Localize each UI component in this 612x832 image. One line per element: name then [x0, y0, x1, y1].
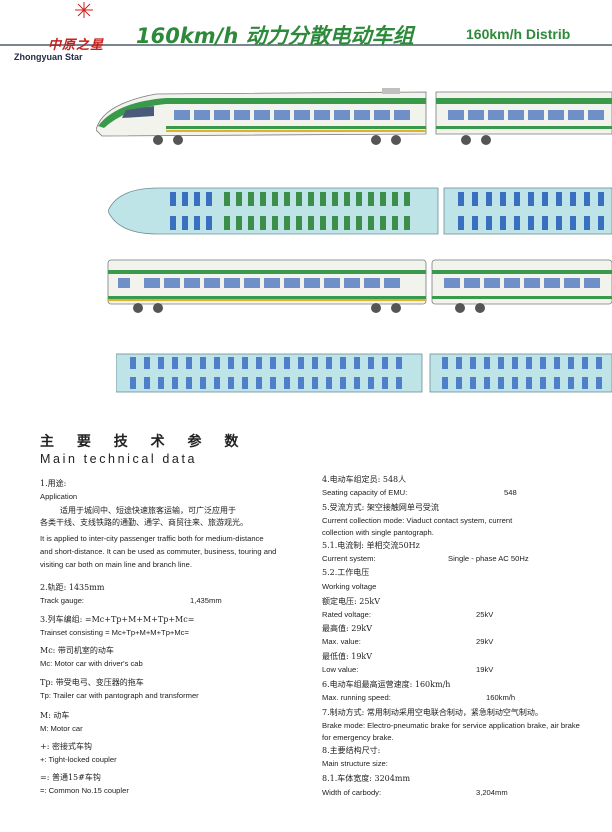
max-voltage-cn: 最高值: 29kV	[322, 624, 373, 633]
tight-coupler-en: +: Tight-locked coupler	[40, 755, 117, 764]
brake-mode-en-1: Brake mode: Electro-pneumatic brake for …	[322, 721, 580, 730]
section-title-en: Main technical data	[40, 452, 198, 466]
main-structure-en: Main structure size:	[322, 759, 388, 768]
header-divider	[0, 44, 612, 46]
brake-mode-cn: 7.制动方式: 常用制动采用空电联合制动，紧急制动空气制动。	[322, 708, 543, 717]
application-desc-cn-1: 适用于城间中、短途快速旅客运输，可广泛应用于	[60, 506, 236, 515]
seating-capacity-value: 548	[504, 488, 517, 497]
train-side-view-conventional	[107, 259, 612, 313]
brake-mode-en-2: for emergency brake.	[322, 733, 394, 742]
low-voltage-value: 19kV	[476, 665, 494, 674]
tp-def-cn: Tp: 带受电弓、变压器的拖车	[40, 678, 144, 687]
mc-def-cn: Mc: 带司机室的动车	[40, 646, 114, 655]
train-floor-plan-streamlined	[108, 187, 612, 235]
application-desc-en-1: It is applied to inter-city passenger tr…	[40, 534, 264, 543]
max-speed-cn: 6.电动车组最高运营速度: 160km/h	[322, 680, 451, 689]
carbody-width-en: Width of carbody:	[322, 788, 382, 797]
max-speed-value: 160km/h	[486, 693, 516, 702]
mc-def-en: Mc: Motor car with driver's cab	[40, 659, 143, 668]
current-collection-en-2: collection with single pantograph.	[322, 528, 434, 537]
max-voltage-en: Max. value:	[322, 637, 361, 646]
page-title-en: 160km/h Distrib	[466, 26, 571, 42]
carbody-width-value: 3,204mm	[476, 788, 508, 797]
train-side-view-streamlined	[96, 88, 612, 145]
trainset-en: Trainset consisting = Mc+Tp+M+M+Tp+Mc=	[40, 628, 189, 637]
carbody-width-cn: 8.1.车体宽度: 3204mm	[322, 774, 411, 783]
application-label-en: Application	[40, 492, 78, 501]
train-floor-plan-conventional	[116, 353, 612, 393]
trainset-cn: 3.列车编组: =Mc+Tp+M+M+Tp+Mc=	[40, 615, 195, 624]
low-voltage-cn: 最低值: 19kV	[322, 652, 373, 661]
section-title-cn: 主 要 技 术 参 数	[40, 434, 248, 450]
brand-star-logo-icon	[75, 2, 93, 18]
current-system-cn: 5.1.电流制: 单相交流50Hz	[322, 541, 420, 550]
application-label-cn: 1.用途:	[40, 479, 67, 488]
application-desc-en-2: and short-distance. It can be used as co…	[40, 547, 277, 556]
tight-coupler-cn: +: 密接式车钩	[40, 742, 92, 751]
brand-name: 中原之星	[48, 38, 105, 53]
m-def-en: M: Motor car	[40, 724, 83, 733]
application-desc-cn-2: 各类干线、支线铁路的通勤、通学、商贸往来、旅游观光。	[40, 518, 248, 527]
working-voltage-cn: 5.2.工作电压	[322, 568, 370, 577]
seating-capacity-cn: 4.电动车组定员: 548人	[322, 475, 407, 484]
current-system-value: Single - phase AC 50Hz	[448, 554, 529, 563]
rated-voltage-en: Rated voltage:	[322, 610, 371, 619]
common-coupler-cn: =: 普通15#车钩	[40, 773, 101, 782]
common-coupler-en: =: Common No.15 coupler	[40, 786, 129, 795]
tp-def-en: Tp: Trailer car with pantograph and tran…	[40, 691, 199, 700]
current-collection-en-1: Current collection mode: Viaduct contact…	[322, 516, 513, 525]
seating-capacity-en: Seating capacity of EMU:	[322, 488, 408, 497]
low-voltage-en: Low value:	[322, 665, 359, 674]
current-system-en: Current system:	[322, 554, 376, 563]
track-gauge-en: Track gauge:	[40, 596, 85, 605]
max-speed-en: Max. running speed:	[322, 693, 391, 702]
main-structure-cn: 8.主要结构尺寸:	[322, 746, 381, 755]
page-title-cn: 160km/h 动力分散电动车组	[136, 24, 414, 48]
current-collection-cn: 5.受流方式: 架空接触网单弓受流	[322, 503, 439, 512]
max-voltage-value: 29kV	[476, 637, 494, 646]
rated-voltage-value: 25kV	[476, 610, 494, 619]
brand-name-en: Zhongyuan Star	[14, 52, 83, 62]
m-def-cn: M: 动车	[40, 711, 70, 720]
track-gauge-cn: 2.轨距: 1435mm	[40, 583, 105, 592]
application-desc-en-3: visiting car both on main line and branc…	[40, 560, 192, 569]
working-voltage-en: Working voltage	[322, 582, 377, 591]
rated-voltage-cn: 额定电压: 25kV	[322, 597, 381, 606]
track-gauge-value: 1,435mm	[190, 596, 222, 605]
